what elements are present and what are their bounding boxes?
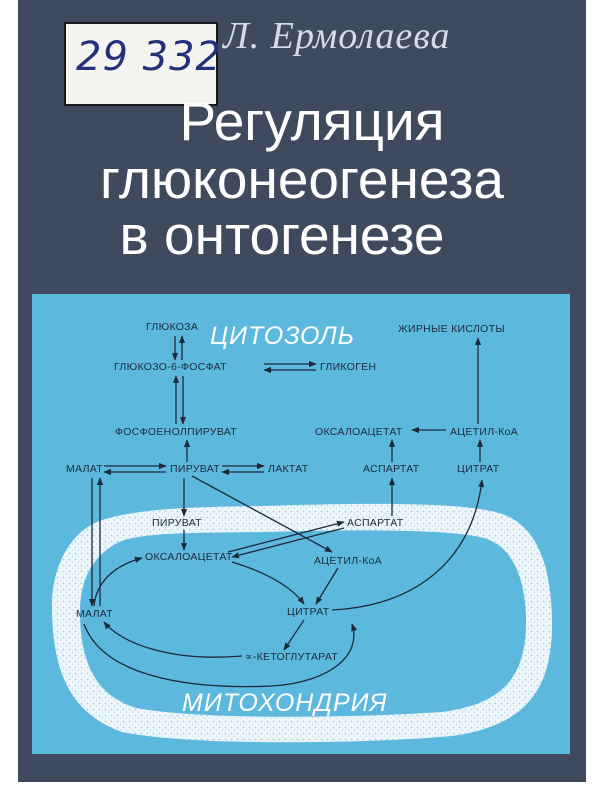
label-malate-cytosol: МАЛАТ bbox=[66, 463, 103, 475]
title-line-1: Регуляция bbox=[179, 90, 445, 152]
label-aspartate-cytosol: АСПАРТАТ bbox=[363, 463, 420, 475]
label-aspartate-mito: АСПАРТАТ bbox=[347, 517, 404, 529]
pathway-arrows bbox=[83, 335, 485, 688]
label-citrate-cytosol: ЦИТРАТ bbox=[457, 463, 500, 475]
label-pep: ФОСФОЕНОЛПИРУВАТ bbox=[115, 426, 237, 438]
stamp-number: 29 332 bbox=[76, 34, 222, 80]
label-acetylcoa-mito: АЦЕТИЛ-КоА bbox=[314, 555, 382, 567]
label-oaa-mito: ОКСАЛОАЦЕТАТ bbox=[145, 551, 233, 563]
title-line-3: в онтогенезе bbox=[119, 204, 445, 266]
mitochondrion-membrane bbox=[52, 503, 552, 743]
label-g6p: ГЛЮКОЗО-6-ФОСФАТ bbox=[114, 361, 227, 373]
label-citrate-mito: ЦИТРАТ bbox=[287, 606, 330, 618]
metabolic-pathway-diagram: ЦИТОЗОЛЬ МИТОХОНДРИЯ ГЛЮКОЗА ГЛЮКОЗО-6-Ф… bbox=[32, 294, 570, 754]
pathway-svg: ЦИТОЗОЛЬ МИТОХОНДРИЯ ГЛЮКОЗА ГЛЮКОЗО-6-Ф… bbox=[52, 321, 552, 743]
library-stamp: 29 332 bbox=[64, 22, 221, 106]
label-malate-mito: МАЛАТ bbox=[76, 608, 113, 620]
label-oaa-cytosol: ОКСАЛОАЦЕТАТ bbox=[315, 426, 403, 438]
label-glycogen: ГЛИКОГЕН bbox=[320, 361, 376, 373]
label-pyruvate-mito: ПИРУВАТ bbox=[152, 517, 202, 529]
label-acetylcoa-cytosol: АЦЕТИЛ-КоА bbox=[450, 426, 518, 438]
label-fatty-acids: ЖИРНЫЕ КИСЛОТЫ bbox=[398, 323, 505, 335]
label-glucose: ГЛЮКОЗА bbox=[146, 321, 198, 333]
label-pyruvate-cytosol: ПИРУВАТ bbox=[170, 463, 220, 475]
mitochondrion-label: МИТОХОНДРИЯ bbox=[182, 689, 388, 717]
cytosol-label: ЦИТОЗОЛЬ bbox=[210, 322, 355, 350]
title-line-2: глюконеогенеза bbox=[99, 148, 504, 210]
author-name: Л. Ермолаева bbox=[223, 15, 451, 57]
label-akg: ∝-КЕТОГЛУТАРАТ bbox=[245, 651, 338, 663]
label-lactate: ЛАКТАТ bbox=[268, 463, 309, 475]
